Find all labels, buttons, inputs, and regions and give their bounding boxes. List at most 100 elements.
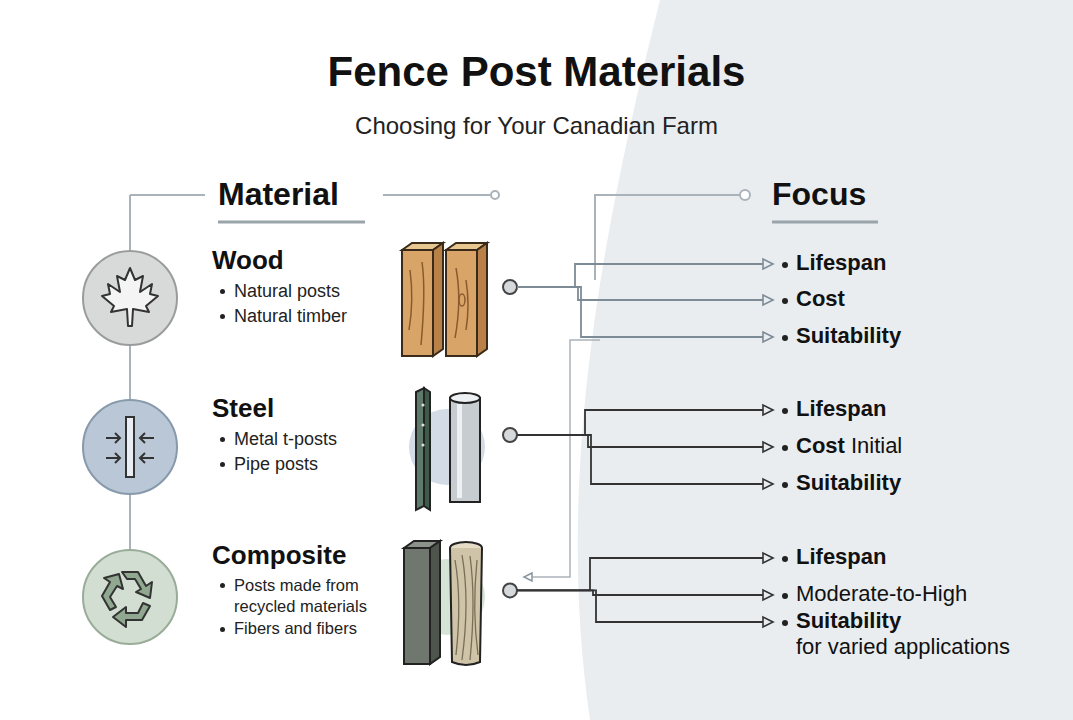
recycle-icon <box>102 572 152 627</box>
arrowhead <box>763 617 773 627</box>
focus-item: Lifespan <box>776 544 886 570</box>
steel-icon-circle <box>83 400 177 494</box>
connector-line <box>517 590 764 622</box>
focus-item: Moderate-to-High <box>776 581 967 607</box>
text: Metal t-posts <box>234 429 337 449</box>
focus-text: Lifespan <box>796 396 886 422</box>
connector-line <box>517 287 764 337</box>
material-name: Steel <box>212 393 398 424</box>
bullet-dot <box>220 314 225 319</box>
connector <box>517 435 773 452</box>
wood-icon-circle <box>83 251 177 345</box>
connector-line <box>517 264 764 287</box>
bullet-dot <box>782 408 788 414</box>
bullet-dot <box>782 620 788 626</box>
material-bullet: Posts made from recycled materials <box>212 575 398 616</box>
background-panel <box>578 0 1073 720</box>
focus-item: Suitability <box>776 323 901 349</box>
material-bullet: Natural timber <box>212 305 398 328</box>
focus-text: Moderate-to-High <box>796 581 967 607</box>
material-text: CompositePosts made from recycled materi… <box>212 540 398 639</box>
arrowhead <box>763 405 773 415</box>
material-name: Wood <box>212 245 398 276</box>
connector <box>517 287 773 342</box>
connector <box>517 259 773 287</box>
composite-icon-circle <box>83 550 177 644</box>
text: Wood <box>212 245 284 275</box>
text: Natural posts <box>234 281 340 301</box>
bullet-dot <box>220 289 225 294</box>
bullet-dot <box>220 462 225 467</box>
connector-dot <box>503 428 517 442</box>
focus-text: Initial <box>851 433 902 459</box>
header-dot <box>491 191 499 199</box>
focus-text: Cost <box>796 286 845 312</box>
header-line <box>130 194 160 196</box>
arrowhead <box>763 332 773 342</box>
leader-line <box>532 340 600 577</box>
arrowhead <box>763 553 773 563</box>
connector <box>517 590 773 600</box>
material-text: WoodNatural postsNatural timber <box>212 245 398 327</box>
focus-text: Suitability <box>796 323 901 349</box>
material-name: Composite <box>212 540 398 571</box>
connector-dot <box>503 280 517 294</box>
connector <box>517 553 773 590</box>
bullet-dot <box>782 445 788 451</box>
material-block: WoodNatural postsNatural timber <box>212 245 510 329</box>
focus-item: Suitabilityfor varied applications <box>776 608 1010 661</box>
text: Pipe posts <box>234 454 318 474</box>
focus-text: Cost <box>796 433 845 459</box>
heading-underline <box>772 221 878 224</box>
bullet-dot <box>220 583 225 588</box>
focus-text: Suitability <box>796 608 1010 634</box>
section-heading: Material <box>218 176 339 213</box>
arrowhead <box>763 442 773 452</box>
material-block: CompositePosts made from recycled materi… <box>212 540 510 641</box>
bullet-dot <box>220 627 225 632</box>
focus-item: Lifespan <box>776 250 886 276</box>
focus-item: Lifespan <box>776 396 886 422</box>
wood-post-illustration <box>402 243 487 356</box>
section-heading: Focus <box>772 176 866 213</box>
focus-item: CostInitial <box>776 433 902 459</box>
connector-dot <box>503 583 517 597</box>
subtitle: Choosing for Your Canadian Farm <box>0 112 1073 140</box>
text: Steel <box>212 393 274 423</box>
text: Posts made from recycled materials <box>234 576 367 615</box>
text: Natural timber <box>234 306 347 326</box>
bullet-dot <box>220 437 225 442</box>
connector <box>517 590 773 627</box>
arrowhead <box>763 259 773 269</box>
connector-line <box>517 435 764 447</box>
focus-item: Cost <box>776 286 845 312</box>
bullet-dot <box>782 262 788 268</box>
connector <box>517 405 773 435</box>
connector-line <box>517 410 764 435</box>
header-line <box>160 194 205 196</box>
connector-line <box>517 435 764 484</box>
connector-line <box>517 558 764 590</box>
material-bullet: Metal t-posts <box>212 428 398 451</box>
diagram-title: Fence Post Materials <box>0 48 1073 96</box>
bullet-dot <box>782 482 788 488</box>
text: Fibers and fibers <box>234 619 357 637</box>
arrowhead <box>763 295 773 305</box>
composite-post-illustration <box>404 541 485 665</box>
bullet-dot <box>782 298 788 304</box>
maple-leaf-icon <box>102 268 158 326</box>
steel-post-illustration <box>409 388 485 510</box>
header-line <box>383 194 490 196</box>
material-bullet: Pipe posts <box>212 453 398 476</box>
steel-bar-icon <box>126 417 134 477</box>
focus-text: for varied applications <box>796 634 1010 660</box>
material-block: SteelMetal t-postsPipe posts <box>212 393 510 477</box>
focus-item: Suitability <box>776 470 901 496</box>
pressure-arrows-icon <box>106 433 154 463</box>
material-text: SteelMetal t-postsPipe posts <box>212 393 398 475</box>
connector <box>517 287 773 305</box>
focus-text: Suitability <box>796 470 901 496</box>
bullet-dot <box>782 556 788 562</box>
